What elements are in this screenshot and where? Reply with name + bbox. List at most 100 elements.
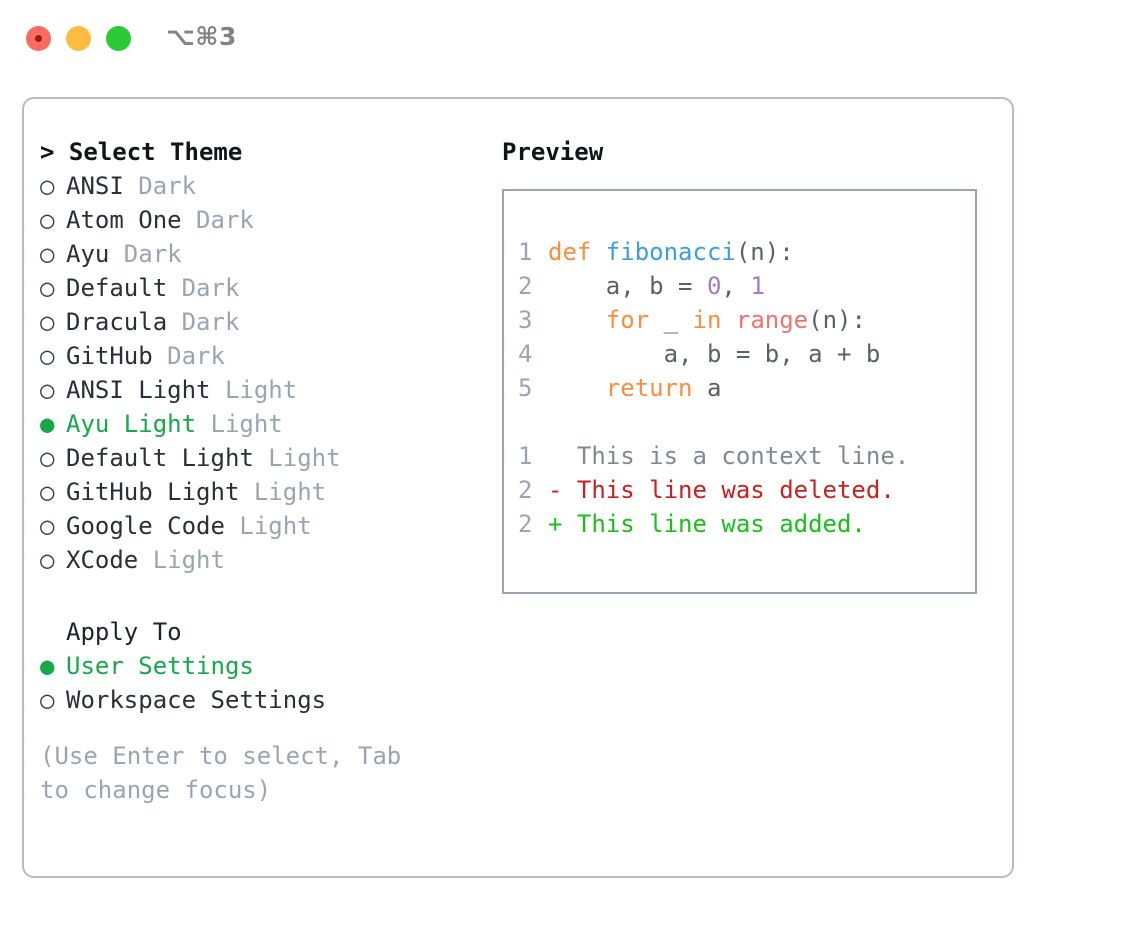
radio-icon: ○	[40, 478, 55, 506]
zoom-button[interactable]	[106, 26, 131, 51]
code-token-builtin: range	[735, 306, 809, 334]
code-token-plain	[721, 306, 735, 334]
theme-variant-tag: Dark	[123, 240, 182, 268]
theme-option-label: Google Code	[66, 512, 240, 540]
apply-to-list: ● User Settings ○ Workspace Settings	[40, 649, 490, 717]
line-number: 1	[518, 238, 533, 266]
theme-option-label: XCode	[66, 546, 153, 574]
code-token-plain	[548, 374, 606, 402]
theme-option-label: ANSI Light	[66, 376, 225, 404]
theme-option-ayu-light[interactable]: ●Ayu Light Light	[40, 407, 490, 441]
theme-option-github[interactable]: ○ GitHub Dark	[40, 339, 490, 373]
radio-icon: ○	[40, 274, 55, 302]
theme-variant-tag: Dark	[196, 206, 254, 234]
theme-variant-tag: Dark	[181, 274, 240, 302]
code-diff-separator	[518, 405, 975, 439]
diff-line-text: - This line was deleted.	[548, 476, 895, 504]
radio-icon: ○	[40, 444, 55, 472]
theme-variant-tag: Light	[210, 410, 283, 438]
keyboard-shortcut-label: ⌥⌘3	[166, 22, 237, 51]
code-token-plain: a	[692, 374, 722, 402]
radio-icon: ○	[40, 308, 55, 336]
apply-to-header: Apply To	[66, 618, 182, 646]
theme-option-label: GitHub Light	[66, 478, 254, 506]
theme-option-label: Ayu Light	[66, 410, 211, 438]
theme-variant-tag: Dark	[138, 172, 197, 200]
theme-option-label: ANSI	[66, 172, 139, 200]
code-token-plain: (n):	[735, 238, 794, 266]
radio-icon: ○	[40, 240, 55, 268]
radio-selected-icon: ●	[40, 652, 55, 680]
theme-selection-column: > Select Theme ○ANSI Dark○Atom One Dark○…	[40, 135, 490, 807]
theme-option-label: GitHub	[66, 342, 168, 370]
code-token-kw: def	[548, 238, 606, 266]
theme-variant-tag: Dark	[181, 308, 240, 336]
diff-line-text: + This line was added.	[548, 510, 866, 538]
title-bar: ⌥⌘3	[0, 0, 1140, 78]
code-token-plain: a, b =	[548, 272, 707, 300]
line-number: 5	[518, 374, 533, 402]
theme-option-default-light[interactable]: ○ Default Light Light	[40, 441, 490, 475]
theme-option-label: Default	[66, 274, 182, 302]
line-number: 2	[518, 510, 533, 538]
code-token-kw: return	[605, 374, 693, 402]
theme-variant-tag: Light	[268, 444, 341, 472]
theme-option-atom-one[interactable]: ○Atom One Dark	[40, 203, 490, 237]
code-line: 3 for _ in range(n):	[518, 303, 975, 337]
theme-option-label: Default Light	[66, 444, 269, 472]
code-token-kw: in	[692, 306, 722, 334]
diff-line-text: This is a context line.	[548, 442, 910, 470]
code-token-num: 1	[750, 272, 765, 300]
theme-option-github-light[interactable]: ○GitHub Light Light	[40, 475, 490, 509]
line-number: 4	[518, 340, 533, 368]
radio-icon: ○	[40, 512, 55, 540]
theme-option-default[interactable]: ○ Default Dark	[40, 271, 490, 305]
code-token-plain: _	[649, 306, 693, 334]
radio-icon: ○	[40, 546, 55, 574]
close-button[interactable]	[26, 26, 51, 51]
code-token-plain: a, b = b, a + b	[548, 340, 881, 368]
list-spacer	[40, 577, 490, 615]
code-token-num: 0	[706, 272, 722, 300]
hint-spacer	[40, 717, 490, 739]
line-number: 2	[518, 476, 533, 504]
apply-to-option-user-settings[interactable]: ● User Settings	[40, 649, 490, 683]
theme-option-ansi-light[interactable]: ○ ANSI Light Light	[40, 373, 490, 407]
minimize-button[interactable]	[66, 26, 91, 51]
line-number: 1	[518, 442, 533, 470]
theme-variant-tag: Light	[152, 546, 225, 574]
radio-icon: ○	[40, 172, 55, 200]
theme-option-dracula[interactable]: ○Dracula Dark	[40, 305, 490, 339]
apply-to-option-workspace-settings[interactable]: ○ Workspace Settings	[40, 683, 490, 717]
code-token-plain	[548, 306, 606, 334]
theme-option-label: Ayu	[66, 240, 124, 268]
keyboard-hint: (Use Enter to select, Tab to change focu…	[40, 742, 402, 804]
theme-option-ansi[interactable]: ○ ANSI Dark	[40, 169, 490, 203]
theme-option-ayu[interactable]: ○ Ayu Dark	[40, 237, 490, 271]
theme-variant-tag: Dark	[167, 342, 225, 370]
theme-option-label: Atom One	[66, 206, 197, 234]
code-line: 2 a, b = 0, 1	[518, 269, 975, 303]
diff-line-added: 2 + This line was added.	[518, 507, 975, 541]
radio-icon: ○	[40, 686, 55, 714]
radio-icon: ○	[40, 342, 55, 370]
code-line: 4 a, b = b, a + b	[518, 337, 975, 371]
line-number: 3	[518, 306, 533, 334]
apply-to-option-label: User Settings	[66, 652, 254, 680]
theme-list: ○ANSI Dark○Atom One Dark○Ayu Dark○Defaul…	[40, 169, 490, 577]
theme-option-xcode[interactable]: ○ XCode Light	[40, 543, 490, 577]
diff-sample: 1 This is a context line. 2 - This line wa…	[518, 439, 975, 541]
code-token-plain: (n):	[808, 306, 866, 334]
diff-line-deleted: 2 - This line was deleted.	[518, 473, 975, 507]
theme-variant-tag: Light	[224, 376, 298, 404]
radio-icon: ○	[40, 376, 55, 404]
preview-header: Preview	[502, 138, 604, 166]
apply-to-option-label: Workspace Settings	[66, 686, 327, 714]
theme-option-google-code[interactable]: ○Google Code Light	[40, 509, 490, 543]
theme-picker-card: > Select Theme ○ANSI Dark○Atom One Dark○…	[22, 97, 1014, 878]
